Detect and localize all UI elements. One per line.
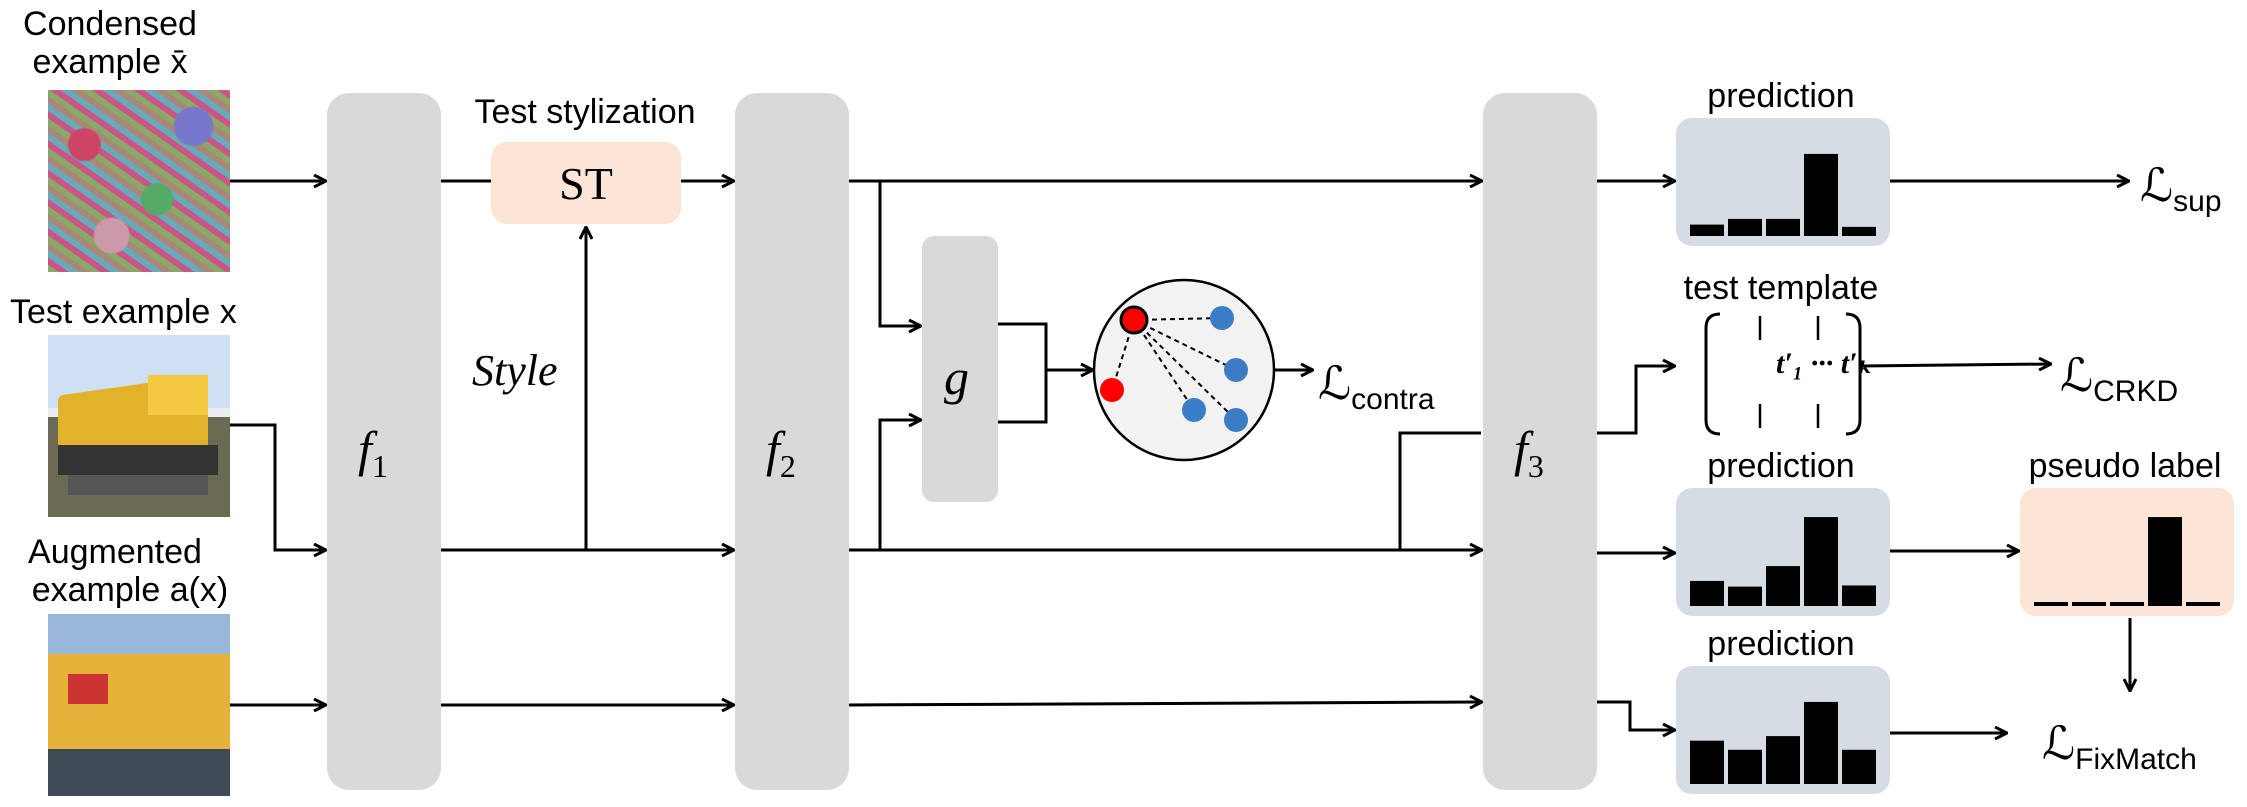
pseudo-label-bars [2034,517,2220,606]
condensed-label-line2: example x̄ [32,43,188,81]
condensed-label-line1: Condensed [23,5,197,43]
augmented-example-image [48,614,230,796]
arrow-f3-pred-bot [1597,700,1674,730]
f3-block [1483,93,1597,790]
test-example-image [48,335,230,517]
pseudo-label-title: pseudo label [2028,447,2222,485]
line-g-out-top [998,322,1048,424]
negative-node-3 [1182,398,1206,422]
bar-4 [2186,602,2220,606]
negative-node-2 [1224,358,1248,382]
f1-block [327,93,441,790]
loss-contra: ℒcontra [1318,356,1435,417]
f2-block [735,93,849,790]
bar-0 [1690,224,1724,236]
bar-3 [1804,517,1838,606]
prediction-top-bars [1690,153,1876,236]
style-label: Style [472,346,558,395]
template-vectors: t′₁ ··· t′ₖ [1776,347,1874,380]
template-bracket-left [1704,312,1721,436]
arrow-f2-f3-bot [848,702,1481,705]
anchor-node [1119,305,1149,335]
st-box: ST [491,142,681,224]
bar-3 [1804,153,1838,236]
test-example-label: Test example x [10,293,237,331]
contrastive-circle [1092,278,1276,462]
augmented-label-line1: Augmented [28,533,202,571]
template-bracket-right [1845,312,1862,436]
bar-3 [2148,517,2182,606]
bar-2 [1766,736,1800,784]
bar-1 [1728,218,1762,236]
pseudo-label-box [2020,488,2234,616]
augmented-label-line2: example a(x) [31,571,229,609]
bar-4 [1842,585,1876,606]
f2-label: f2 [766,421,796,484]
bar-2 [1766,218,1800,236]
test-stylization-title: Test stylization [474,93,696,131]
bar-0 [1690,580,1724,606]
g-label: g [944,349,969,405]
f1-label: f1 [358,421,388,484]
g-block [922,236,998,502]
bar-0 [1690,740,1724,784]
line-f3-template-in [1398,431,1481,550]
arrow-test-f1 [230,423,325,550]
bar-3 [1804,701,1838,784]
bar-2 [1766,566,1800,606]
test-template-label: test template [1683,269,1879,307]
bar-0 [2034,602,2068,606]
positive-node [1100,378,1124,402]
negative-node-4 [1224,408,1248,432]
bar-2 [2110,602,2144,606]
loss-fixmatch: ℒFixMatch [2042,716,2197,777]
bar-4 [1842,226,1876,236]
negative-node-1 [1210,306,1234,330]
prediction-mid-bars [1690,517,1876,606]
loss-sup: ℒsup [2140,158,2222,219]
bar-1 [2072,602,2106,606]
loss-crkd: ℒCRKD [2060,348,2179,409]
arrow-f3-template [1597,366,1674,435]
f3-label: f3 [1514,421,1544,484]
condensed-example-image [48,90,230,272]
prediction-bot-label: prediction [1707,625,1855,663]
prediction-mid-label: prediction [1707,447,1855,485]
bar-4 [1842,749,1876,784]
bar-1 [1728,749,1762,784]
arrow-template-crkd [1861,364,2050,366]
arrow-to-g-top [878,181,920,326]
bar-1 [1728,586,1762,606]
arrow-to-g-bottom [878,420,920,550]
prediction-bot-bars [1690,701,1876,784]
prediction-top-label: prediction [1707,77,1855,115]
